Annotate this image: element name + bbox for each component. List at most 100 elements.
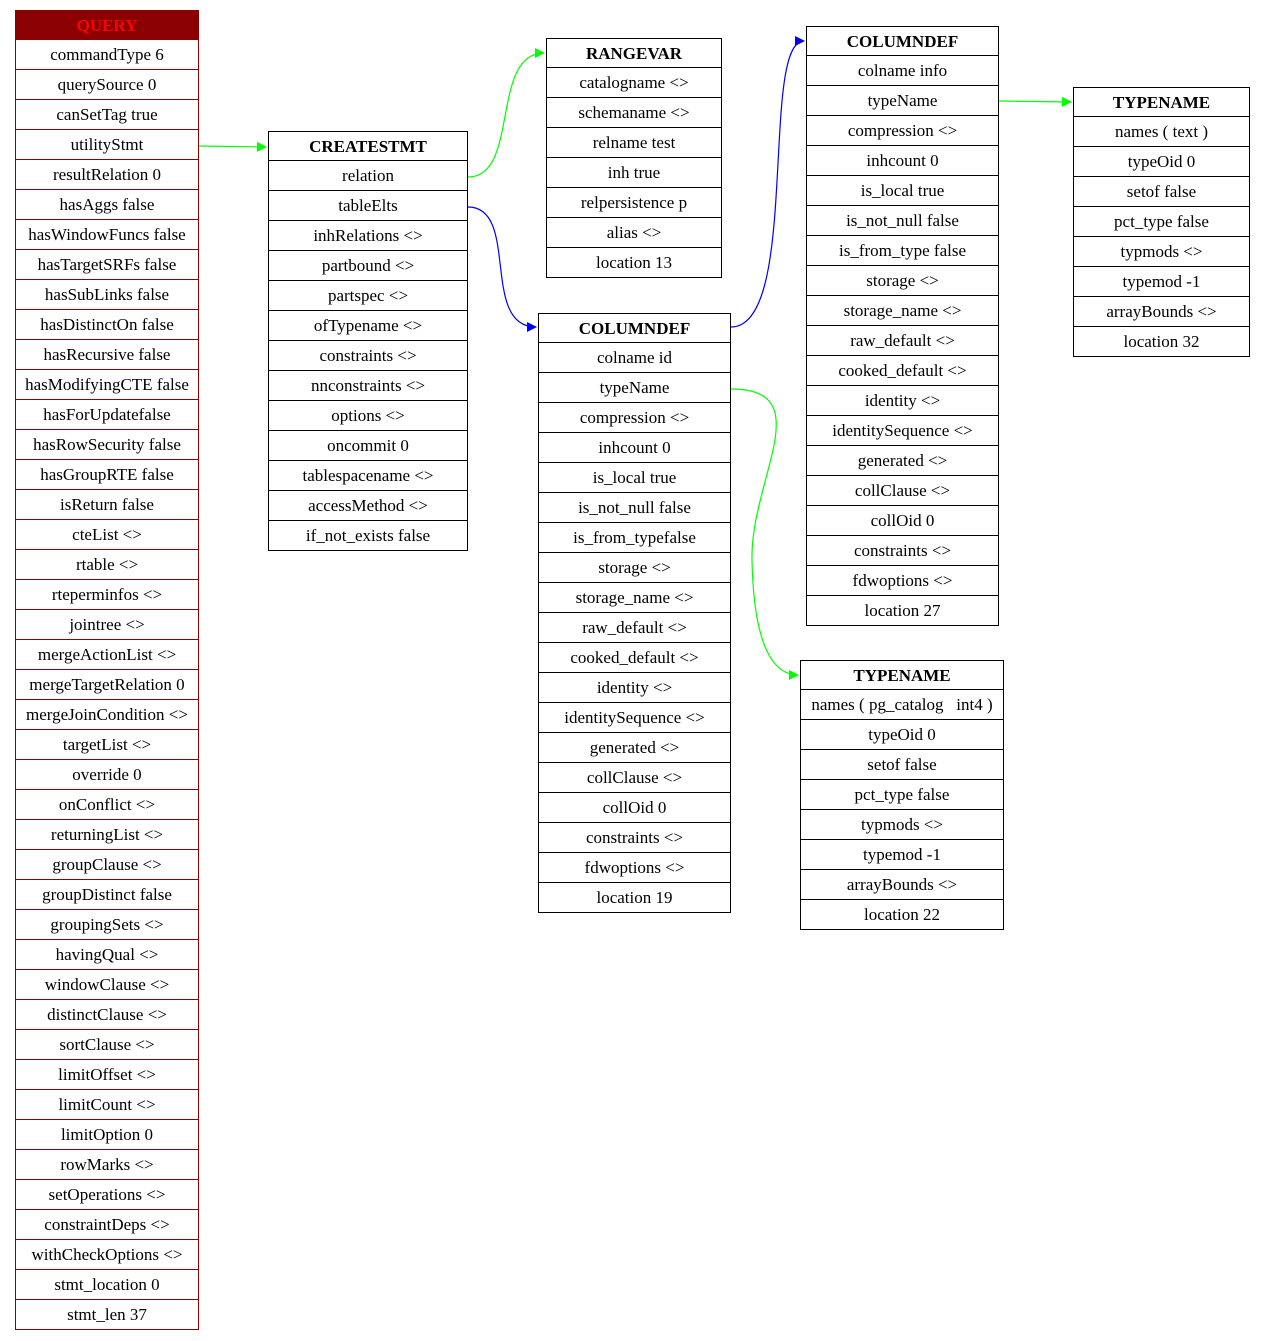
- node-field: rowMarks <>: [15, 1150, 199, 1180]
- node-field: options <>: [268, 401, 468, 431]
- node-field: setof false: [1073, 177, 1250, 207]
- node-field: havingQual <>: [15, 940, 199, 970]
- node-field: sortClause <>: [15, 1030, 199, 1060]
- node-field: identitySequence <>: [538, 703, 731, 733]
- node-field: constraints <>: [268, 341, 468, 371]
- node-field: override 0: [15, 760, 199, 790]
- node-field: fdwoptions <>: [806, 566, 999, 596]
- edge-utilitystmt-to-createstmt: [198, 141, 267, 152]
- node-field: typeName: [538, 373, 731, 403]
- node-field: raw_default <>: [538, 613, 731, 643]
- node-field: inhcount 0: [538, 433, 731, 463]
- node-field: collClause <>: [806, 476, 999, 506]
- node-field: pct_type false: [800, 780, 1004, 810]
- edge-columndef-to-columndef: [730, 36, 805, 328]
- node-field: stmt_location 0: [15, 1270, 199, 1300]
- node-field: catalogname <>: [546, 68, 722, 98]
- node-field: mergeJoinCondition <>: [15, 700, 199, 730]
- node-field: ofTypename <>: [268, 311, 468, 341]
- node-field: hasForUpdatefalse: [15, 400, 199, 430]
- node-field: typeOid 0: [800, 720, 1004, 750]
- node-field: relname test: [546, 128, 722, 158]
- node-field: hasWindowFuncs false: [15, 220, 199, 250]
- node-field: partbound <>: [268, 251, 468, 281]
- node-field: onConflict <>: [15, 790, 199, 820]
- node-field: is_local true: [538, 463, 731, 493]
- node-field: generated <>: [806, 446, 999, 476]
- node-field: location 22: [800, 900, 1004, 930]
- node-field: relation: [268, 161, 468, 191]
- node-field: querySource 0: [15, 70, 199, 100]
- node-field: limitOffset <>: [15, 1060, 199, 1090]
- node-field: schemaname <>: [546, 98, 722, 128]
- node-field: typemod -1: [800, 840, 1004, 870]
- node-header: TYPENAME: [800, 660, 1004, 690]
- node-field: typmods <>: [1073, 237, 1250, 267]
- node-field: tableElts: [268, 191, 468, 221]
- node-field: inhcount 0: [806, 146, 999, 176]
- node-field: rteperminfos <>: [15, 580, 199, 610]
- node-field: jointree <>: [15, 610, 199, 640]
- node-field: location 19: [538, 883, 731, 913]
- node-field: is_not_null false: [806, 206, 999, 236]
- node-field: typeName: [806, 86, 999, 116]
- node-field: hasModifyingCTE false: [15, 370, 199, 400]
- node-field: location 32: [1073, 327, 1250, 357]
- node-field: is_from_type false: [806, 236, 999, 266]
- node-field: inhRelations <>: [268, 221, 468, 251]
- node-field: resultRelation 0: [15, 160, 199, 190]
- node-field: groupingSets <>: [15, 910, 199, 940]
- node-field: inh true: [546, 158, 722, 188]
- node-field: oncommit 0: [268, 431, 468, 461]
- node-field: nnconstraints <>: [268, 371, 468, 401]
- node-field: compression <>: [538, 403, 731, 433]
- node-field: generated <>: [538, 733, 731, 763]
- node-field: accessMethod <>: [268, 491, 468, 521]
- node-field: location 27: [806, 596, 999, 626]
- node-field: collOid 0: [806, 506, 999, 536]
- node-field: hasSubLinks false: [15, 280, 199, 310]
- node-field: hasRecursive false: [15, 340, 199, 370]
- node-field: setOperations <>: [15, 1180, 199, 1210]
- node-field: storage <>: [538, 553, 731, 583]
- node-field: storage_name <>: [806, 296, 999, 326]
- node-field: storage <>: [806, 266, 999, 296]
- node-field: utilityStmt: [15, 130, 199, 160]
- node-field: constraints <>: [806, 536, 999, 566]
- node-field: colname id: [538, 343, 731, 373]
- edge-typename-to-typename-1: [730, 388, 799, 680]
- node-field: if_not_exists false: [268, 521, 468, 551]
- node-field: commandType 6: [15, 40, 199, 70]
- node-field: identity <>: [538, 673, 731, 703]
- node-header: RANGEVAR: [546, 38, 722, 68]
- node-field: hasAggs false: [15, 190, 199, 220]
- edge-typename-to-typename-2: [998, 96, 1072, 107]
- node-field: cteList <>: [15, 520, 199, 550]
- node-field: alias <>: [546, 218, 722, 248]
- node-field: constraints <>: [538, 823, 731, 853]
- node-field: hasGroupRTE false: [15, 460, 199, 490]
- node-field: withCheckOptions <>: [15, 1240, 199, 1270]
- node-field: arrayBounds <>: [800, 870, 1004, 900]
- node-field: hasTargetSRFs false: [15, 250, 199, 280]
- node-field: limitOption 0: [15, 1120, 199, 1150]
- node-field: setof false: [800, 750, 1004, 780]
- node-field: cooked_default <>: [538, 643, 731, 673]
- node-field: pct_type false: [1073, 207, 1250, 237]
- node-field: returningList <>: [15, 820, 199, 850]
- node-field: mergeTargetRelation 0: [15, 670, 199, 700]
- node-field: raw_default <>: [806, 326, 999, 356]
- node-header: COLUMNDEF: [806, 26, 999, 56]
- node-field: collClause <>: [538, 763, 731, 793]
- node-field: windowClause <>: [15, 970, 199, 1000]
- node-field: arrayBounds <>: [1073, 297, 1250, 327]
- node-field: storage_name <>: [538, 583, 731, 613]
- node-field: rtable <>: [15, 550, 199, 580]
- node-field: tablespacename <>: [268, 461, 468, 491]
